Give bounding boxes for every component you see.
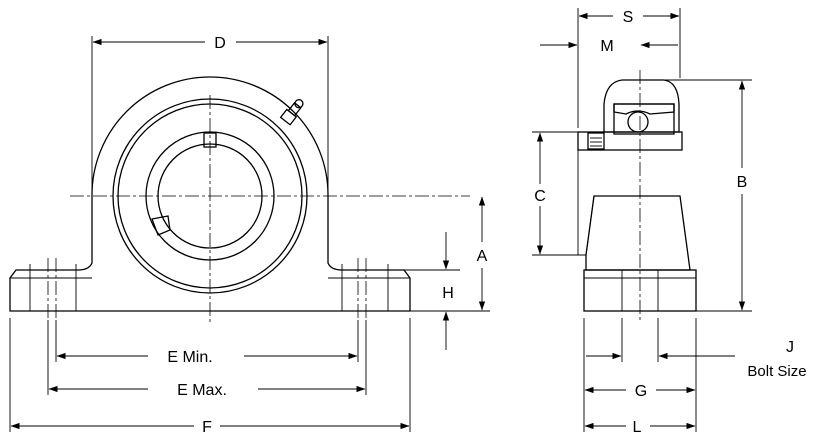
bolt-hole-right [341,258,389,320]
dim-label-e-min: E Min. [167,349,212,366]
dim-label-g: G [635,383,647,400]
bolt-hole-left [29,258,77,320]
dim-label-s: S [623,9,634,26]
dim-label-d: D [214,35,226,52]
dim-label-a: A [477,248,488,265]
outer-race-section [613,103,675,115]
set-screw-section [587,132,605,150]
dim-label-bolt-size: Bolt Size [747,363,806,380]
dim-label-b: B [737,174,748,191]
insert-section-top [603,79,680,133]
dim-label-e-max: E Max. [177,382,227,399]
dim-label-l: L [633,419,642,436]
grease-fitting-icon [279,99,304,126]
dim-label-j: J [786,339,794,356]
side-view: S M B C J Bolt Size G L [532,8,807,436]
pedestal-body [585,195,691,271]
front-view: D A H E Min. E Max. F [9,35,490,436]
collar-notch [151,215,171,236]
ball-element [627,111,649,133]
dim-label-h: H [442,285,454,302]
dim-label-m: M [600,38,613,55]
inner-ring-section [577,131,683,151]
dim-label-c: C [534,188,546,205]
dim-label-f: F [202,419,212,436]
